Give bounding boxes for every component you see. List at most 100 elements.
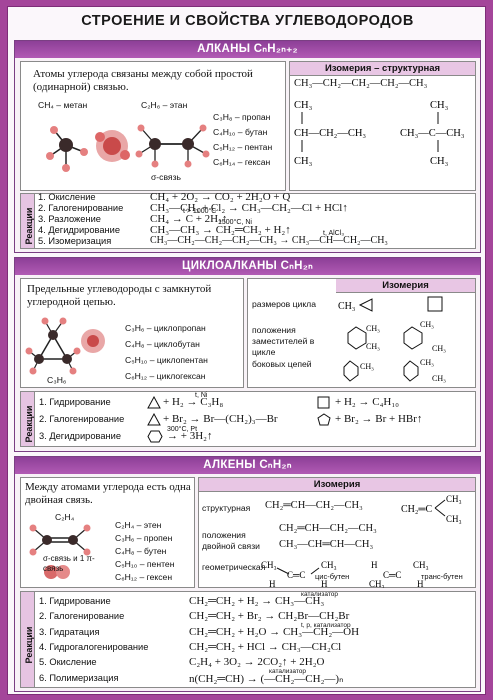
svg-text:CH₃: CH₃ — [432, 374, 446, 383]
svg-text:CH₃: CH₃ — [430, 100, 449, 111]
trans-butene-structure-icon: H CH₃ C═C CH₃ H — [369, 560, 429, 588]
ethane-label: C₂H₆ – этан — [141, 100, 188, 110]
alkene-reaction-3: 4. Гидрогалогенирование CH₂═CH₂ + HCl → … — [39, 641, 342, 653]
cyclo-reaction-1: 2. Галогенирование + Br₂ → Br—(CH₂)₃—Br … — [39, 413, 423, 426]
neopentane-structure-icon: CH₃ CH₃—C—CH₃ CH₃ — [400, 100, 465, 167]
pentagon-icon — [317, 413, 331, 426]
alkanes-structure-box: Атомы углерода связаны между собой прост… — [20, 61, 286, 191]
ethene-formula-label: C₂H₄ — [55, 512, 75, 522]
alkanes-reaction-list: 1. Окисление CH₄ + 2O₂ → CO₂ + 2H₂O + Q … — [20, 191, 476, 249]
alkane-list-1: C₄H₁₀ – бутан — [213, 127, 268, 137]
triangle-icon — [147, 413, 161, 426]
svg-text:CH₃: CH₃ — [420, 358, 434, 367]
ethene-molecule-icon — [29, 524, 91, 579]
alkane-list-2: C₅H₁₂ – пентан — [213, 142, 273, 152]
poster-title: СТРОЕНИЕ И СВОЙСТВА УГЛЕВОДОРОДОВ — [81, 13, 414, 29]
alkenes-reactions-label: Реакции — [21, 592, 35, 687]
ethane-molecule-icon — [135, 124, 210, 168]
alkene-position-isomer-2: CH₃—CH═CH—CH₃ — [279, 539, 374, 550]
cycloalkane-list-3: C₆H₁₂ – циклогексан — [125, 371, 206, 381]
alkene-position-isomer-1: CH₂═CH—CH₂—CH₃ — [279, 523, 377, 534]
alkene-reaction-2: 3. Гидратация CH₂═CH₂ + H₂O → CH₃—CH₂—OH… — [39, 622, 360, 638]
cyclopropane-molecule-icon — [25, 317, 105, 375]
methane-label: CH₄ – метан — [38, 100, 88, 110]
alkanes-section: АЛКАНЫ CₙH₂ₙ₊₂ Атомы углерода связаны ме… — [14, 40, 481, 253]
alkene-structural-isomer: CH₂═CH—CH₂—CH₃ — [265, 500, 363, 511]
alkenes-description: Между атомами углерода есть одна двойная… — [25, 481, 191, 506]
svg-text:CH₃: CH₃ — [430, 156, 449, 167]
isopentane-structure-icon: CH₃ CH—CH₂—CH₃ CH₃ — [294, 100, 366, 167]
svg-text:CH₃: CH₃ — [321, 560, 337, 570]
svg-text:CH₂═C: CH₂═C — [401, 504, 432, 515]
alkanes-reaction-1: 2. Галогенирование CH₃—CH₃ + Cl₂ → CH₃—C… — [38, 202, 348, 214]
svg-text:CH₃: CH₃ — [446, 494, 462, 504]
methane-molecule-icon — [46, 126, 130, 172]
trans-butene-label: транс-бутен — [421, 572, 463, 581]
alkanes-isomer-box: Изомерия – структурная CH₃—CH₂—CH₂—CH₂—C… — [289, 61, 476, 191]
poster-page: СТРОЕНИЕ И СВОЙСТВА УГЛЕВОДОРОДОВ АЛКАНЫ… — [7, 6, 486, 695]
cycloalkane-list-1: C₄H₈ – циклобутан — [125, 339, 200, 349]
cycloalkane-list-2: C₅H₁₀ – циклопентан — [125, 355, 208, 365]
alkenes-reactions-box: Реакции 1. Гидрирование CH₂═CH₂ + H₂ → C… — [20, 591, 476, 688]
alkene-reaction-4: 5. Окисление C₂H₄ + 3O₂ → 2CO₂↑ + 2H₂O — [39, 656, 325, 668]
alkene-reaction-5: 6. Полимеризация n(CH₂═CH) → (—CH₂—CH₂—)… — [39, 668, 344, 685]
svg-text:CH₃: CH₃ — [294, 156, 313, 167]
svg-text:CH₃: CH₃ — [369, 579, 385, 588]
alkanes-reaction-2: 3. Разложение CH₄ → C + 2H₂↑ t > 1000°C — [38, 208, 228, 225]
svg-text:CH₃: CH₃ — [366, 342, 380, 351]
alkene-isomer-row-2: геометрическая — [202, 562, 266, 572]
sigma-label: σ-связь — [151, 172, 182, 182]
alkene-reaction-0: 1. Гидрирование CH₂═CH₂ + H₂ → CH₃—CH₃ к… — [39, 591, 338, 607]
svg-text:CH₃: CH₃ — [338, 301, 355, 312]
svg-text:H: H — [269, 579, 276, 588]
svg-text:CH—CH₂—CH₃: CH—CH₂—CH₃ — [294, 128, 366, 139]
cycloalkanes-section: ЦИКЛОАЛКАНЫ CₙH₂ₙ Предельные углеводород… — [14, 257, 481, 452]
alkene-list-4: C₆H₁₂ – гексен — [115, 572, 173, 582]
alkanes-description: Атомы углерода связаны между собой прост… — [33, 68, 253, 93]
isobutene-structure-icon: CH₂═C CH₃ CH₃ — [401, 494, 462, 524]
cyclo-isomer-row-2: боковых цепей — [252, 359, 312, 369]
cycloalkanes-reactions-box: Реакции 1. Гидрирование + H₂ → C₃H₈ t, N… — [20, 391, 476, 447]
alkane-list-0: C₃H₈ – пропан — [213, 112, 271, 122]
svg-text:CH₃: CH₃ — [432, 344, 446, 353]
svg-text:CH₃: CH₃ — [413, 560, 429, 570]
svg-text:CH₃: CH₃ — [446, 514, 462, 524]
alkanes-reaction-0: 1. Окисление CH₄ + 2O₂ → CO₂ + 2H₂O + Q — [38, 191, 291, 203]
alkanes-reaction-4: 5. Изомеризация CH₃—CH₂—CH₂—CH₂—CH₃ → CH… — [38, 230, 388, 246]
alkanes-reactions-box: Реакции — [20, 193, 476, 249]
svg-text:C═C: C═C — [287, 570, 305, 580]
svg-text:H: H — [417, 579, 424, 588]
svg-text:H: H — [371, 560, 378, 570]
cycloalkanes-isomer-box: Изомерия размеров цикла положения замест… — [247, 278, 476, 388]
alkene-isomer-row-1: положения двойной связи — [202, 530, 260, 551]
alkenes-structure-box: Между атомами углерода есть одна двойная… — [20, 477, 195, 588]
cyclo-isomer-row-1: положения заместителей в цикле — [252, 325, 315, 357]
cycloalkanes-isomer-header: Изомерия — [336, 279, 475, 293]
svg-text:CH₃: CH₃ — [360, 362, 374, 371]
cis-butene-structure-icon: CH₃ CH₃ C═C H H — [261, 560, 337, 588]
cis-butene-label: цис-бутен — [315, 572, 350, 581]
svg-text:CH₃: CH₃ — [420, 320, 434, 329]
cycloalkanes-description: Предельные углеводороды с замкнутой угле… — [27, 283, 212, 308]
cyclo-isomer-row-0: размеров цикла — [252, 299, 316, 309]
cycloalkane-list-0: C₃H₆ – циклопропан — [125, 323, 206, 333]
cyclo-reaction-0: 1. Гидрирование + H₂ → C₃H₈ t, Ni + H₂ →… — [39, 392, 400, 409]
svg-text:H: H — [321, 579, 328, 588]
alkene-list-0: C₂H₄ – этен — [115, 520, 162, 530]
alkene-bonds-label: σ-связь и 1 π-связь — [43, 554, 95, 573]
alkanes-reactions-label: Реакции — [21, 194, 35, 248]
alkenes-section: АЛКЕНЫ CₙH₂ₙ Между атомами углерода есть… — [14, 456, 481, 692]
hexagon-icon — [147, 430, 163, 443]
alkanes-title: АЛКАНЫ CₙH₂ₙ₊₂ — [15, 41, 480, 58]
cycloalkanes-title: ЦИКЛОАЛКАНЫ CₙH₂ₙ — [15, 258, 480, 275]
alkene-list-2: C₄H₈ – бутен — [115, 546, 167, 556]
alkene-isomer-row-0: структурная — [202, 503, 251, 513]
svg-text:CH₃—C—CH₃: CH₃—C—CH₃ — [400, 128, 465, 139]
cyclopropane-formula-label: C₃H₆ — [47, 375, 67, 385]
alkene-list-1: C₃H₆ – пропен — [115, 533, 173, 543]
svg-text:CH₃: CH₃ — [261, 560, 277, 570]
alkene-list-3: C₅H₁₀ – пентен — [115, 559, 175, 569]
cycloalkanes-structure-box: Предельные углеводороды с замкнутой угле… — [20, 278, 244, 388]
cycloalkanes-reactions-label: Реакции — [21, 392, 35, 446]
alkanes-reaction-3: 4. Дегидрирование CH₃—CH₃ → CH₂═CH₂ + H₂… — [38, 219, 291, 236]
